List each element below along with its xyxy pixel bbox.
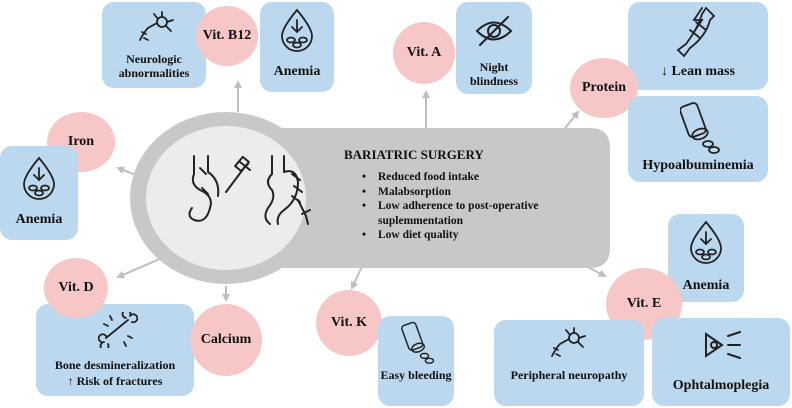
bullet-item: Low adherence to post-operative suplemme… [360,199,590,228]
neurologic-box: Neurologic abnormalities [102,2,206,88]
blood-drop-icon [690,220,722,264]
anemia-e-label: Anemia [682,278,730,293]
bullet-item: Reduced food intake [360,170,590,185]
vit-a-circle: Vit. A [393,22,455,84]
neurologic-label: Neurologic abnormalities [118,52,190,81]
hypoalbuminemia-label: Hypoalbuminemia [642,158,754,173]
anemia-e-box: Anemia [668,214,744,302]
ophtalmoplegia-label: Ophtalmoplegia [672,378,770,393]
night-blindness-label: Night blindness [469,60,519,89]
muscle-icon [676,6,716,58]
center-bullets: Reduced food intake Malabsorption Low ad… [360,170,590,243]
neuron-icon [551,327,586,357]
bone-icon [98,312,138,348]
eye-light-icon [705,331,741,359]
eye-crossed-icon [475,16,513,46]
neuropathy-box: Peripheral neuropathy [494,320,644,406]
center-title: BARIATRIC SURGERY [344,147,484,162]
blood-drop-icon [23,156,55,200]
blood-drop-icon [281,8,313,52]
bullet-item: Malabsorption [360,185,590,200]
lean-mass-box: ↓ Lean mass [628,2,768,90]
stomach-surgery-icon [188,155,311,225]
ophtalmoplegia-box: Ophtalmoplegia [652,318,790,406]
fracture-risk-label: ↑ Risk of fractures [67,374,163,388]
arrow-vitd [116,257,163,279]
bone-demineralization-label: Bone desmineralization [54,358,176,372]
anemia-b12-label: Anemia [273,64,321,79]
night-blindness-box: Night blindness [456,2,532,94]
bullet-item: Low diet quality [360,228,590,243]
peripheral-neuropathy-label: Peripheral neuropathy [510,368,628,382]
easy-bleeding-label: Easy bleeding [380,368,452,382]
calcium-circle: Calcium [190,304,262,376]
anemia-b12-box: Anemia [260,2,334,92]
vit-b12-circle: Vit. B12 [196,6,258,66]
bone-box: Bone desmineralization ↑ Risk of fractur… [36,304,194,396]
hypoalbuminemia-box: Hypoalbuminemia [628,96,768,182]
pill-bottle-icon [680,102,720,154]
neuron-icon [139,11,174,41]
vit-k-circle: Vit. K [316,290,382,356]
easy-bleeding-box: Easy bleeding [378,316,454,406]
anemia-iron-box: Anemia [0,146,78,240]
protein-circle: Protein [570,58,638,118]
anemia-iron-label: Anemia [15,212,63,227]
vit-d-circle: Vit. D [44,258,108,318]
pill-bottle-icon [401,321,435,364]
lean-mass-label: ↓ Lean mass [661,64,735,79]
